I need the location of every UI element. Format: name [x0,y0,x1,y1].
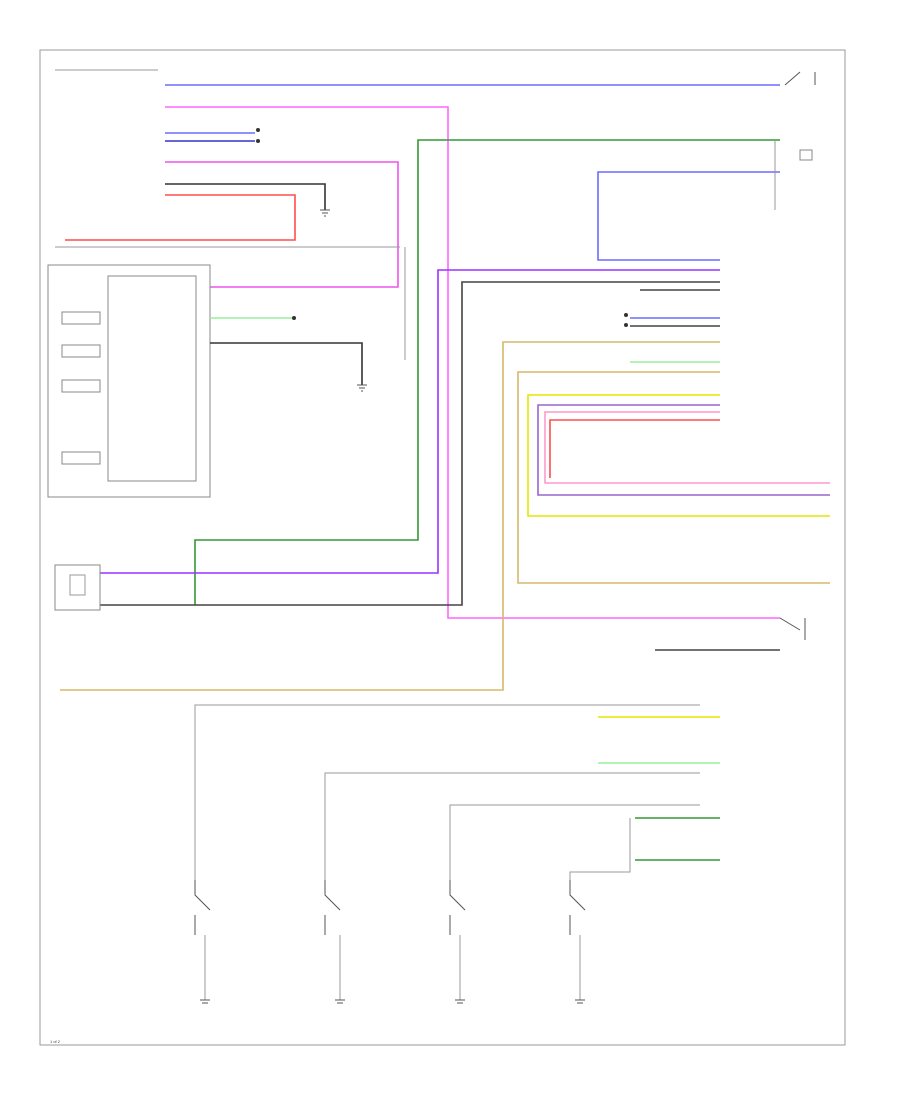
wire-tan-long [60,341,720,691]
ground-icon [575,999,585,1004]
wire-pink-loop [165,161,399,288]
wire-gray-2 [324,772,700,880]
wire-red-2 [549,419,720,478]
ground-icon [455,999,465,1004]
connector-icon [61,311,101,465]
fuel-pump-box [54,564,101,611]
wire-pink-2 [544,411,830,484]
wire-violet-long [100,269,720,574]
ground-icon [357,384,367,392]
switch-lead-lines [204,935,581,1000]
wire-black-center [100,281,720,606]
wire-blue-right-loop [597,171,780,261]
ground-icon [320,209,330,217]
switch-icon [779,617,806,640]
wire-green-long [194,139,780,605]
wire-black-ground-2 [210,342,363,385]
switch-icon [449,880,466,935]
wire-pink-main [165,106,780,619]
ground-icon [335,999,345,1004]
wire-yellow-1 [527,394,830,517]
wire-gray-4 [569,818,631,880]
switch-icon [324,880,341,935]
fuel-pump-symbol [69,574,86,596]
wire-violet-2 [537,404,830,496]
splice-dot-icon [292,316,296,320]
wire-gray-3 [449,804,700,880]
switch-icon [569,880,586,935]
splice-dot-icon [256,128,260,132]
ground-icon [200,999,210,1004]
wire-red [65,194,296,241]
module-box-transmission [47,264,211,498]
wire-tan-2 [517,371,830,584]
switch-icon [194,880,211,935]
diagram-frame [39,49,846,1046]
wire-black-ground-1 [165,183,326,210]
splice-dot-icon [624,323,628,327]
module-inner-box [107,275,197,482]
splice-dot-icon [256,139,260,143]
wire-gray-1 [194,704,700,880]
switch-icon [784,71,816,86]
page-marker: 1 of 2 [50,1039,61,1044]
sensor-box-right [799,149,813,161]
splice-dot-icon [624,313,628,317]
